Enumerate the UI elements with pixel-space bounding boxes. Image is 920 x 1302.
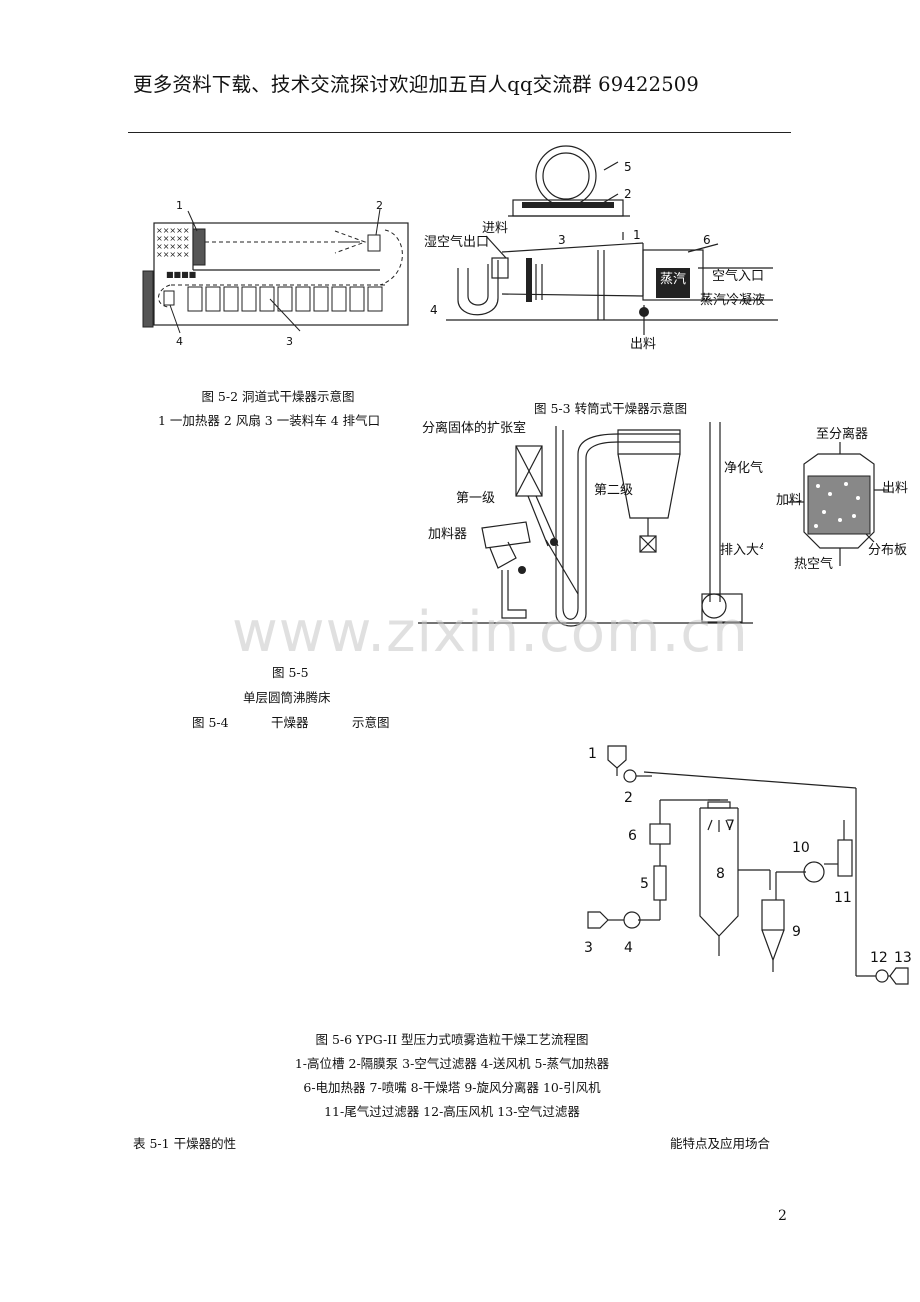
figure-5-5-fluidized-bed: 至分离器 加料 出料 分布板 热空气 [776, 426, 908, 572]
hot-air-label: 热空气 [794, 556, 833, 572]
page-header: 更多资料下载、技术交流探讨欢迎加五百人qq交流群 69422509 [133, 73, 700, 96]
wet-air-outlet-label: 湿空气出口 [424, 234, 489, 250]
figure-5-3-rotary-dryer: 5 2 3 1 6 4 湿空气出口 进料 蒸汽 空气入口 蒸汽冷凝液 出料 [424, 145, 778, 352]
svg-text:×××××: ××××× [156, 234, 190, 243]
exhaust-label: 排入大气 [720, 542, 763, 558]
figure-5-4-caption-end: 示意图 [352, 715, 390, 730]
label-4: 4 [430, 303, 438, 317]
number-4: 4 [624, 940, 633, 956]
figure-5-4-flash-dryer: 分离固体的扩张室 第一级 第二级 加料器 净化气 排入大气 [418, 420, 763, 627]
number-8: 8 [716, 866, 725, 882]
table-heading-right: 能特点及应用场合 [670, 1136, 771, 1151]
figure-5-6-legend-line-3: 11-尾气过过滤器 12-高压风机 13-空气过滤器 [324, 1104, 580, 1119]
feed-label: 加料 [776, 493, 802, 508]
figure-5-6-legend-line-2: 6-电加热器 7-喷嘴 8-干燥塔 9-旋风分离器 10-引风机 [303, 1080, 601, 1095]
number-3: 3 [584, 940, 593, 956]
to-separator-label: 至分离器 [816, 426, 868, 442]
number-11: 11 [834, 890, 852, 906]
stage-two-label: 第二级 [594, 483, 633, 498]
header-rule [128, 132, 791, 133]
figure-5-6-spray-dryer-flow: 1 2 3 4 5 6 7 8 9 10 11 12 13 [584, 745, 912, 985]
watermark: www.zixin.com.cn [232, 600, 749, 665]
condensate-label: 蒸汽冷凝液 [700, 292, 765, 308]
label-3: 3 [286, 335, 293, 348]
svg-text:×××××: ××××× [156, 242, 190, 251]
feeder-label: 加料器 [428, 527, 467, 542]
air-inlet-label: 空气入口 [712, 268, 764, 284]
figure-5-6-caption: 图 5-6 YPG-II 型压力式喷雾造粒干燥工艺流程图 [315, 1032, 589, 1047]
discharge-label: 出料 [882, 481, 908, 496]
label-1: 1 [633, 228, 641, 242]
figure-5-2-tunnel-dryer: ××××× ××××× ××××× ××××× ■■■■ 1 2 3 4 [142, 199, 409, 348]
number-6: 6 [628, 828, 637, 844]
page-number: 2 [778, 1208, 787, 1224]
expansion-chamber-label: 分离固体的扩张室 [422, 420, 526, 436]
number-12: 12 [870, 950, 888, 966]
distributor-label: 分布板 [868, 543, 907, 558]
number-9: 9 [792, 924, 801, 940]
label-2: 2 [376, 199, 383, 212]
label-4: 4 [176, 335, 183, 348]
figure-5-2-legend: 1 一加热器 2 风扇 3 一装料车 4 排气口 [158, 413, 381, 428]
label-6: 6 [703, 233, 711, 247]
figure-5-4-caption-number: 图 5-4 [192, 715, 229, 730]
figure-5-6-legend-line-1: 1-高位槽 2-隔膜泵 3-空气过滤器 4-送风机 5-蒸气加热器 [294, 1056, 610, 1071]
number-5: 5 [640, 876, 649, 892]
stage-one-label: 第一级 [456, 491, 495, 506]
heater-block [192, 228, 206, 266]
label-2: 2 [624, 187, 632, 201]
number-2: 2 [624, 790, 633, 806]
clean-gas-label: 净化气 [724, 460, 763, 476]
table-heading-left: 表 5-1 干燥器的性 [133, 1136, 237, 1151]
number-7: 7 [726, 818, 735, 834]
figure-5-3-caption: 图 5-3 转筒式干燥器示意图 [534, 401, 688, 416]
figure-5-5-caption-number: 图 5-5 [272, 665, 309, 680]
svg-text:×××××: ××××× [156, 226, 190, 235]
number-10: 10 [792, 840, 810, 856]
svg-text:■■■■: ■■■■ [166, 270, 196, 279]
svg-text:×××××: ××××× [156, 250, 190, 259]
label-1: 1 [176, 199, 183, 212]
figure-5-5-caption-title: 单层圆筒沸腾床 [243, 690, 331, 705]
number-1: 1 [588, 746, 597, 762]
number-13: 13 [894, 950, 912, 966]
discharge-label: 出料 [630, 337, 656, 352]
figure-5-2-caption: 图 5-2 洞道式干燥器示意图 [201, 389, 355, 404]
figure-5-4-caption-middle: 干燥器 [271, 715, 309, 730]
steam-label: 蒸汽 [660, 272, 686, 287]
label-5: 5 [624, 160, 632, 174]
label-3: 3 [558, 233, 566, 247]
feed-inlet-label: 进料 [482, 221, 508, 236]
